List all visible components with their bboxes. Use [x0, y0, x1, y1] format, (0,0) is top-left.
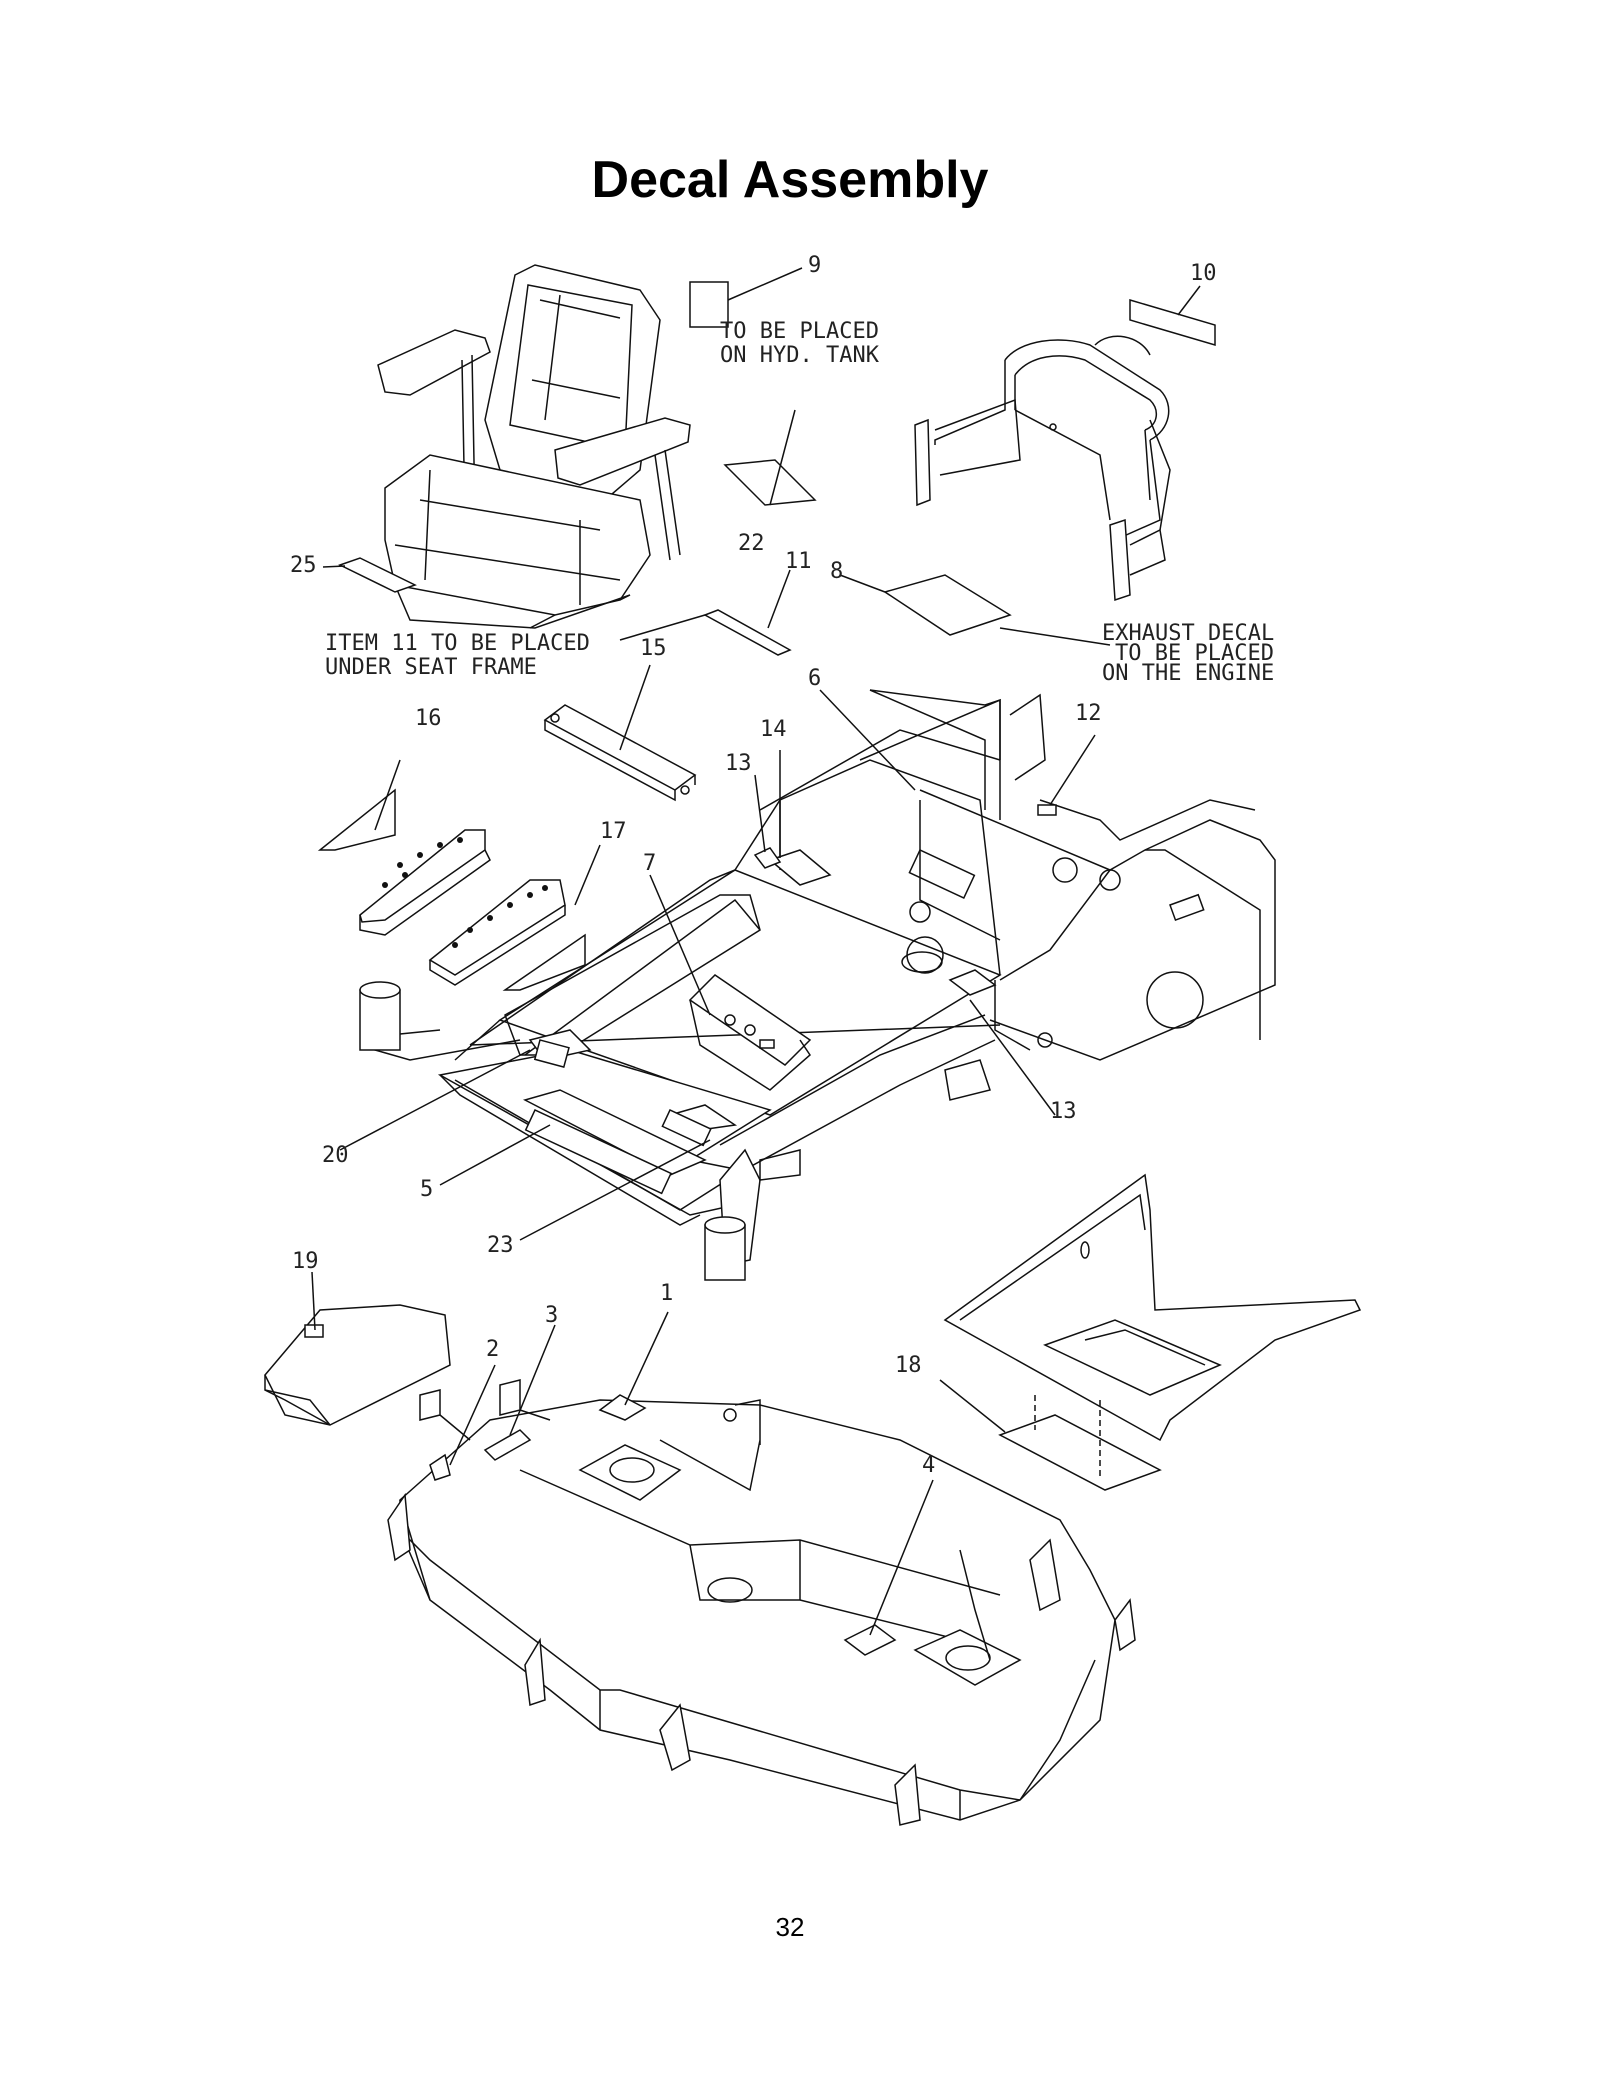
callout-19: 19 [292, 1249, 319, 1274]
callout-labels: 9 10 22 11 8 25 15 6 14 12 16 13 17 7 13… [290, 253, 1217, 1478]
decal-1 [598, 1394, 647, 1421]
note-hyd-tank-1: TO BE PLACED [720, 319, 879, 344]
callout-13-bottom: 13 [1050, 1099, 1077, 1124]
note-item11-2: UNDER SEAT FRAME [325, 655, 537, 680]
mower-deck-drawing [387, 1379, 1136, 1826]
callout-17: 17 [600, 819, 627, 844]
callout-11: 11 [785, 549, 812, 574]
callout-12: 12 [1075, 701, 1102, 726]
bracket-15 [543, 704, 697, 802]
footplate-18 [943, 1173, 1362, 1442]
callout-15: 15 [640, 636, 667, 661]
callout-9: 9 [808, 253, 821, 278]
callout-18: 18 [895, 1353, 922, 1378]
decal-3 [483, 1429, 532, 1461]
cover-19 [264, 1304, 451, 1426]
callout-1: 1 [660, 1281, 673, 1306]
decal-20 [533, 1039, 570, 1069]
note-item11-1: ITEM 11 TO BE PLACED [325, 631, 590, 656]
callout-7: 7 [643, 851, 656, 876]
callout-22: 22 [738, 531, 765, 556]
decal-2 [429, 1453, 451, 1481]
note-exhaust-1: EXHAUST DECAL [1102, 621, 1274, 646]
callout-5: 5 [420, 1177, 433, 1202]
callout-10: 10 [1190, 261, 1217, 286]
roll-bar-drawing [914, 335, 1171, 602]
page-title: Decal Assembly [591, 151, 989, 209]
decal-23 [661, 1109, 712, 1147]
callout-6: 6 [808, 666, 821, 691]
decal-22 [723, 459, 817, 506]
side-panels-16-17 [317, 759, 601, 991]
callout-25: 25 [290, 553, 317, 578]
decal-25 [338, 557, 417, 593]
callout-4: 4 [922, 1453, 935, 1478]
decal-18 [998, 1414, 1162, 1491]
decal-10 [1129, 298, 1216, 347]
placement-notes: TO BE PLACED ON HYD. TANK ITEM 11 TO BE … [325, 319, 1274, 686]
note-hyd-tank-2: ON HYD. TANK [720, 343, 880, 368]
callout-8: 8 [830, 559, 843, 584]
decal-4 [843, 1624, 897, 1656]
callout-16: 16 [415, 706, 442, 731]
note-exhaust-3: ON THE ENGINE [1102, 661, 1274, 686]
callout-3: 3 [545, 1303, 558, 1328]
decal-9 [689, 281, 729, 328]
callout-2: 2 [486, 1337, 499, 1362]
callout-14: 14 [760, 717, 787, 742]
note-exhaust-2: TO BE PLACED [1115, 641, 1274, 666]
callout-13-top: 13 [725, 751, 752, 776]
callout-20: 20 [322, 1143, 349, 1168]
decal-5 [524, 1109, 672, 1195]
callout-23: 23 [487, 1233, 514, 1258]
seat-drawing [377, 264, 691, 629]
decal-8 [883, 574, 1012, 636]
page-number: 32 [775, 1912, 805, 1942]
decal-11 [703, 609, 792, 656]
